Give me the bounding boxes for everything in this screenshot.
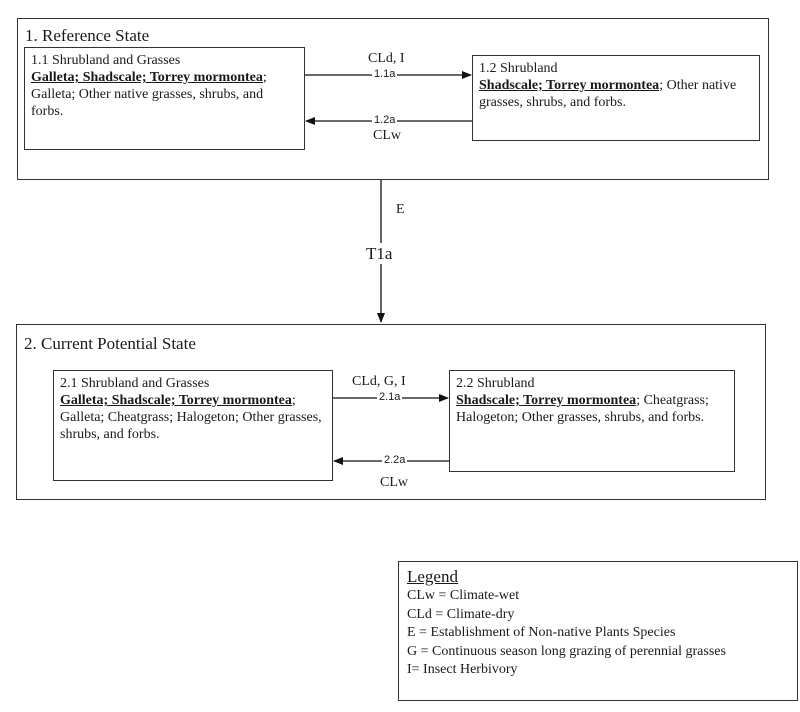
legend-item: I= Insect Herbivory <box>407 662 518 677</box>
phase-2-1-dominant-species: Galleta; Shadscale; Torrey mormontea <box>60 393 292 408</box>
phase-1-2-species: ; Other native grasses, shrubs, and forb… <box>479 78 737 110</box>
pathway-1-1a-code: 1.1a <box>372 68 398 80</box>
pathway-1-1a-drivers: CLd, I <box>368 51 405 66</box>
legend-item: G = Continuous season long grazing of pe… <box>407 643 726 659</box>
phase-2-2-title: 2.2 Shrubland <box>456 376 535 391</box>
phase-1-2-box: 1.2 Shrubland Shadscale; Torrey mormonte… <box>472 55 760 141</box>
transition-t1a-driver: E <box>396 202 405 217</box>
phase-1-2-title: 1.2 Shrubland <box>479 61 558 76</box>
legend-item: CLd = Climate-dry <box>407 606 515 622</box>
phase-1-1-species: ; Galleta; Other native grasses, shrubs,… <box>31 70 267 119</box>
transition-t1a-code: T1a <box>366 243 393 264</box>
phase-2-2-dominant-species: Shadscale; Torrey mormontea <box>456 393 637 408</box>
phase-1-1-title: 1.1 Shrubland and Grasses <box>31 53 181 68</box>
phase-2-1-box: 2.1 Shrubland and Grasses Galleta; Shads… <box>53 370 333 481</box>
pathway-2-2a-code: 2.2a <box>382 454 408 466</box>
phase-1-1-box: 1.1 Shrubland and Grasses Galleta; Shads… <box>24 47 305 150</box>
pathway-2-1a-drivers: CLd, G, I <box>352 374 406 389</box>
pathway-1-2a-drivers: CLw <box>373 128 401 143</box>
legend-title: Legend <box>407 567 458 586</box>
legend-box: Legend CLw = Climate-wet CLd = Climate-d… <box>398 561 798 701</box>
phase-1-2-dominant-species: Shadscale; Torrey mormontea <box>479 78 660 93</box>
phase-1-1-dominant-species: Galleta; Shadscale; Torrey mormontea <box>31 70 263 85</box>
pathway-2-1a-code: 2.1a <box>377 391 403 403</box>
legend-item: E = Establishment of Non-native Plants S… <box>407 625 676 640</box>
reference-state-title: 1. Reference State <box>25 26 150 45</box>
current-potential-state-title: 2. Current Potential State <box>24 334 196 353</box>
pathway-2-2a-drivers: CLw <box>380 475 408 490</box>
phase-2-2-box: 2.2 Shrubland Shadscale; Torrey mormonte… <box>449 370 735 472</box>
phase-2-2-species: ; Cheatgrass; Halogeton; Other grasses, … <box>456 393 709 425</box>
pathway-1-2a-code: 1.2a <box>372 114 398 126</box>
phase-2-1-title: 2.1 Shrubland and Grasses <box>60 376 210 391</box>
phase-2-1-species: ; Galleta; Cheatgrass; Halogeton; Other … <box>60 393 322 442</box>
legend-item: CLw = Climate-wet <box>407 588 520 603</box>
